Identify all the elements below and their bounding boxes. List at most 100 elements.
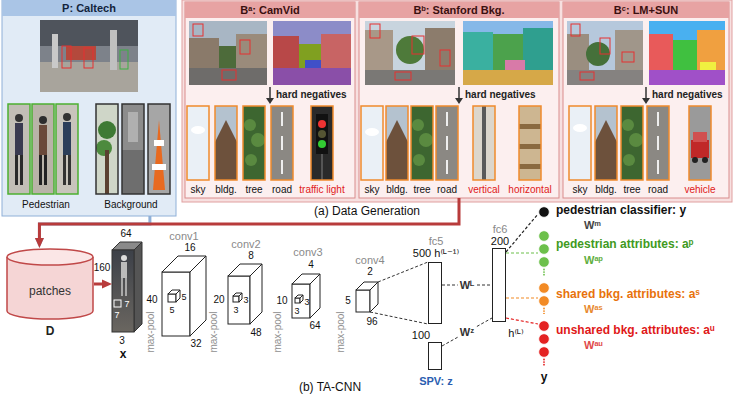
negative-patch [622, 119, 634, 131]
panel-heading: Bᶜ: LM+SUN [563, 2, 729, 18]
weight-label: Wᴸ [458, 279, 477, 292]
negative-patch [243, 106, 265, 180]
negative-patch [281, 112, 283, 126]
negative-patch [657, 160, 659, 174]
dimension: 96 [366, 316, 377, 328]
negative-patch [413, 154, 425, 166]
data-flow-arrow [39, 198, 459, 240]
caltech-panel-ground [2, 0, 176, 216]
negative-patch [271, 106, 293, 180]
pedestrian-patches [32, 104, 54, 194]
category-label: tree [245, 184, 262, 196]
lmsun-photo [567, 34, 589, 70]
panel-heading: Bᵇ: Stanford Bkg. [359, 2, 559, 18]
stanford-photo [365, 70, 455, 85]
negative-patch [519, 144, 541, 149]
lmsun-segmentation [700, 62, 716, 70]
ellipsis-dot [543, 269, 545, 271]
negative-patch [318, 130, 326, 138]
dataset-panel: P: Caltech [2, 0, 176, 216]
background-patches [148, 104, 170, 194]
unit-circles [538, 206, 550, 218]
unit-circle [539, 321, 550, 332]
category-label: sky [365, 184, 380, 196]
dimension: 16 [184, 242, 195, 254]
camvid-photo [189, 21, 267, 85]
dimension: 20 [213, 294, 224, 306]
pool-note: max-pool [335, 311, 347, 352]
kernel-size: 3 [304, 297, 309, 307]
negative-patch [361, 106, 383, 180]
conv-block [228, 276, 250, 324]
conv-block [162, 272, 190, 336]
lmsun-photo [567, 70, 643, 85]
street-photo [62, 46, 71, 68]
input-image [134, 242, 142, 332]
category-label: vehicle [684, 184, 715, 196]
dimension: 32 [190, 338, 201, 350]
street-photo [120, 50, 128, 69]
stanford-segmentation [463, 70, 553, 85]
camvid-segmentation [305, 60, 321, 68]
street-photo [40, 20, 138, 92]
negative-patch [411, 106, 433, 180]
output-units: pedestrian classifier: yWᵐ [538, 206, 550, 218]
layer-name: conv1 [169, 230, 198, 243]
node-text: patches [29, 285, 71, 299]
node-text: unshared bkg. attributes: aᵘ [556, 324, 728, 338]
full-connection-line [370, 262, 428, 324]
node-text: 500 h⁽ᴸ⁻¹⁾ [413, 247, 459, 260]
negative-patch [271, 106, 293, 180]
weight-connection [506, 253, 538, 254]
sub-caption: (b) TA-CNN [299, 381, 361, 395]
conv-block [176, 290, 180, 302]
input-image [114, 300, 121, 307]
kernel-size: 5 [181, 292, 186, 302]
negative-patch [689, 106, 711, 180]
unit-circle [539, 244, 550, 255]
background-datasets-ground [185, 2, 355, 198]
node-text: 200 [491, 235, 509, 248]
unit-circle [539, 334, 550, 345]
unit-circle [539, 207, 550, 218]
background-datasets-ground [563, 2, 729, 18]
data-flow-arrow [39, 198, 459, 240]
negative-patch [412, 119, 424, 131]
kernel-size: 7 [124, 299, 129, 309]
input-image [125, 278, 127, 296]
unit-circle [539, 296, 550, 307]
unit-circles [538, 320, 550, 366]
negative-patch [473, 106, 495, 180]
node-text: D [46, 325, 55, 339]
pedestrian-patches [20, 155, 23, 185]
node-text: shared bkg. attributes: aˢ [556, 288, 700, 302]
category-label: tree [623, 184, 640, 196]
stanford-photo [395, 72, 411, 80]
background-patches [98, 121, 116, 139]
negative-patch [419, 133, 433, 147]
cylinder-outline [7, 249, 93, 265]
street-photo [40, 20, 138, 92]
pedestrian-patches [68, 155, 71, 185]
conv-block [190, 256, 206, 336]
camvid-photo [193, 24, 203, 36]
fc-layer: fc6200h⁽ᴸ⁾ [492, 248, 506, 322]
negative-patch [361, 106, 383, 180]
lmsun-photo [567, 21, 643, 85]
category-label: traffic light [299, 184, 344, 196]
database-cylinder: patchesD [6, 248, 94, 320]
street-photo [110, 30, 117, 70]
negative-patch [595, 106, 617, 180]
panel-heading: P: Caltech [2, 0, 176, 16]
weight-connection [506, 252, 538, 253]
conv-block [250, 264, 262, 324]
hard-negative-arrow [266, 98, 274, 104]
pedestrian-patches [8, 104, 30, 194]
weight-connection [442, 318, 492, 346]
pool-note: max-pool [145, 311, 157, 352]
background-patches [154, 140, 164, 146]
pedestrian-patches [8, 104, 78, 194]
negative-patch [446, 160, 448, 174]
data-flow-arrow [39, 216, 149, 240]
